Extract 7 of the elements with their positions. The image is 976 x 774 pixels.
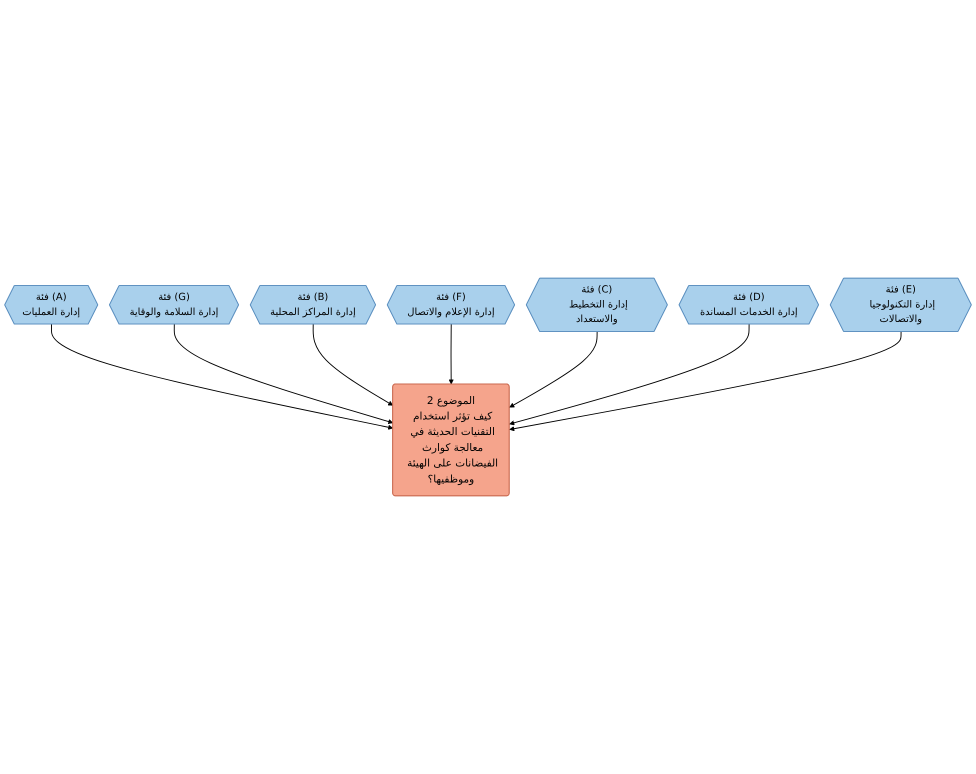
arrow [509, 331, 902, 432]
arrow [448, 324, 454, 384]
arrow [312, 324, 394, 406]
arrow [51, 324, 394, 430]
arrow [509, 331, 598, 408]
arrow [509, 324, 750, 426]
arrow [174, 324, 394, 424]
